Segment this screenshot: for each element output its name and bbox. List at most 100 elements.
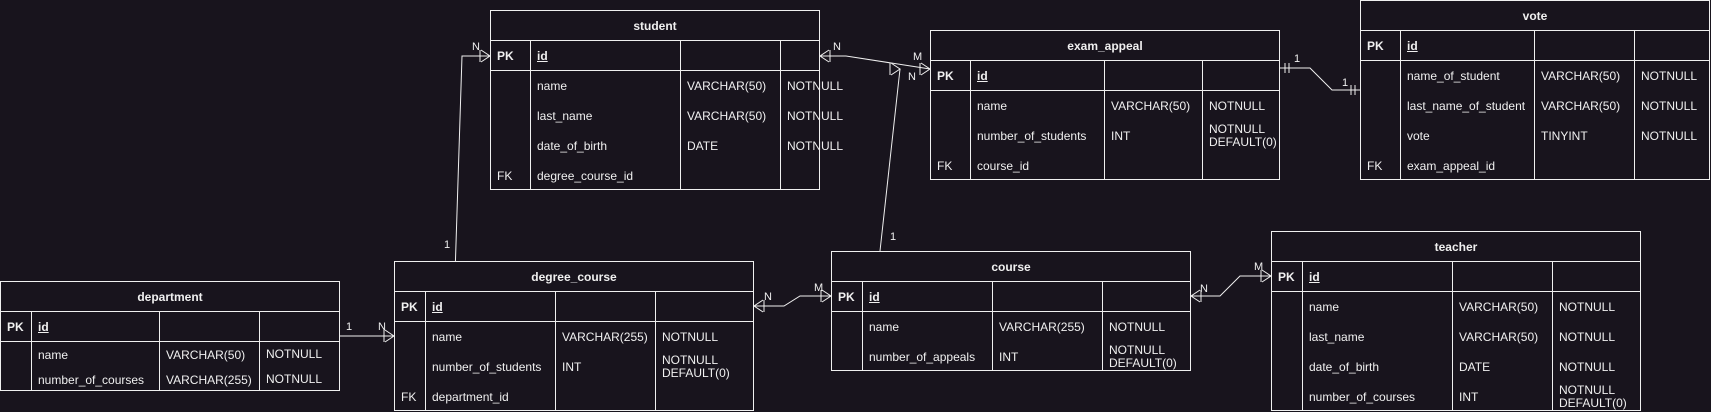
cardinality-label: 1	[444, 239, 451, 251]
cell-type: TINYINT	[1541, 129, 1588, 143]
cell-name: number_of_appeals	[869, 350, 976, 364]
cell-constraint: NOTNULL	[787, 108, 844, 123]
cell-key: PK	[1278, 269, 1295, 284]
cardinality-label: 1	[1294, 53, 1301, 65]
column-divider	[1202, 61, 1203, 179]
cell-name: number_of_students	[977, 129, 1087, 143]
cell-constraint: NOTNULL	[1641, 68, 1698, 83]
cell-constraint: NOTNULL	[787, 78, 844, 93]
link-exam-appeal-course	[879, 68, 901, 252]
cell-constraint: NOTNULL	[1209, 98, 1266, 113]
cell-name: date_of_birth	[1309, 360, 1380, 374]
cell-key: FK	[1367, 159, 1383, 173]
column-divider	[1534, 31, 1535, 179]
cell-name: id	[1407, 38, 1418, 53]
cell-constraint: NOTNULL	[266, 347, 323, 361]
cell-type: INT	[999, 350, 1019, 364]
crows-foot-icon	[753, 299, 765, 313]
cell-name: id	[1309, 269, 1320, 284]
cell-name: name	[537, 79, 568, 93]
cell-constraint: NOTNULL	[266, 372, 323, 386]
column-divider	[1400, 31, 1401, 179]
cell-name: vote	[1407, 129, 1430, 143]
cardinality-label: M	[814, 282, 824, 294]
cell-type: INT	[1459, 390, 1479, 404]
cell-type: VARCHAR(50)	[1459, 330, 1539, 344]
cell-type: VARCHAR(50)	[1459, 300, 1539, 314]
cell-name: number_of_courses	[1309, 390, 1416, 404]
cell-name: id	[977, 68, 988, 83]
column-divider	[530, 41, 531, 189]
column-divider	[655, 292, 656, 410]
cell-name: last_name	[1309, 330, 1365, 344]
cardinality-label: 1	[1342, 77, 1349, 89]
cell-name: name	[869, 320, 900, 334]
cell-constraint: NOTNULL DEFAULT(0)	[662, 353, 730, 380]
table-title: degree_course	[395, 262, 753, 292]
cardinality-label: 1	[346, 321, 353, 333]
cell-constraint: NOTNULL	[1109, 319, 1166, 334]
cell-name: exam_appeal_id	[1407, 159, 1496, 173]
column-divider	[680, 41, 681, 189]
column-row: number_of_appeals INT NOTNULL DEFAULT(0)	[832, 342, 1190, 372]
cell-name: number_of_courses	[38, 372, 145, 387]
link-course-teacher	[1191, 275, 1271, 297]
column-divider	[31, 312, 32, 390]
column-row: name VARCHAR(50) NOTNULL	[1, 342, 339, 367]
cell-type: VARCHAR(50)	[166, 347, 246, 362]
cell-key: FK	[497, 169, 513, 183]
cell-name: name	[432, 330, 463, 344]
column-divider	[1104, 61, 1105, 179]
column-divider	[1452, 262, 1453, 410]
cell-name: id	[38, 319, 49, 334]
cell-constraint: NOTNULL	[1641, 128, 1698, 143]
column-divider	[1634, 31, 1635, 179]
column-row: FK degree_course_id	[491, 161, 819, 191]
cardinality-label: N	[472, 41, 480, 53]
column-divider	[555, 292, 556, 410]
crows-foot-icon	[1190, 289, 1202, 303]
cell-key: FK	[401, 390, 417, 404]
cell-key: PK	[401, 299, 418, 314]
column-divider	[159, 312, 160, 390]
table-title: course	[832, 252, 1190, 282]
cell-constraint: NOTNULL	[1559, 359, 1616, 374]
column-divider	[1302, 262, 1303, 410]
cell-name: degree_course_id	[537, 169, 634, 183]
cell-constraint: NOTNULL	[662, 329, 719, 344]
cardinality-label: M	[1254, 261, 1264, 273]
cardinality-label: N	[1200, 283, 1208, 295]
cell-name: name	[38, 347, 69, 362]
cell-constraint: NOTNULL DEFAULT(0)	[1109, 343, 1177, 370]
column-divider	[780, 41, 781, 189]
cardinality-label: N	[764, 291, 772, 303]
column-divider	[862, 282, 863, 370]
cell-name: name_of_student	[1407, 69, 1500, 83]
cell-name: name	[1309, 300, 1340, 314]
